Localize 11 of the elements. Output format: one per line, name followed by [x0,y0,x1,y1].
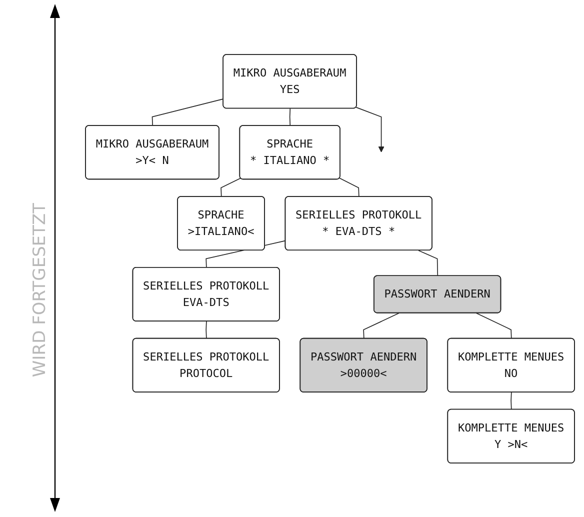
connector [510,392,512,410]
menu-flowchart: MIKRO AUSGABERAUM YES MIKRO AUSGABERAUM >Y< N SPRACHE * ITALIANO * SPRACHE >ITALIANO< SERIELLES PROTOKOLL * EVA-DTS * SERIELLES PROTOKOLL EVA-DTS SERIELLES PROTOKOLL PROTOCOL PASSWORT AENDERN PASSWORT AENDERN >00000< KOMPLETTE MENUES NO KOMPLETTE MENUES Y >N< [80,48,580,468]
connector [220,178,242,197]
connector [363,312,400,339]
connector [152,98,224,126]
connector [339,178,360,197]
connector [289,108,291,126]
connector [476,312,512,339]
connector [206,320,207,339]
arrow [356,106,384,152]
vertical-note: WIRD FORTGESETZT [30,202,50,380]
